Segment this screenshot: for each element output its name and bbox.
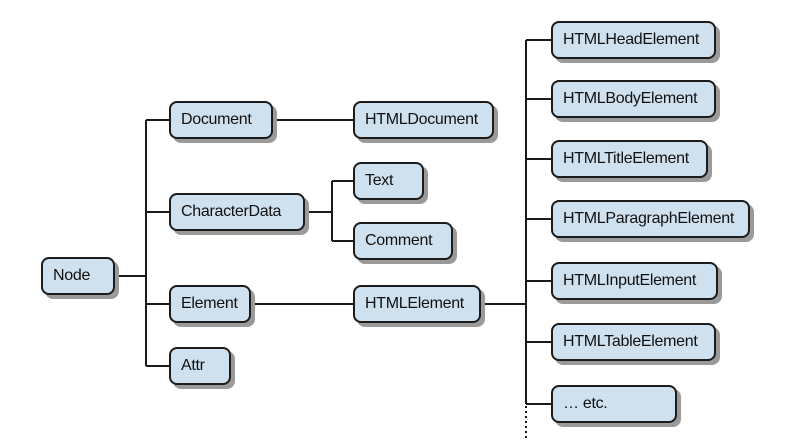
node-box-node: Node <box>41 257 115 295</box>
node-box-text: Text <box>353 162 424 200</box>
node-box-htmlparagraphelement: HTMLParagraphElement <box>551 200 750 238</box>
node-box-htmlbodyelement: HTMLBodyElement <box>551 80 716 118</box>
node-box-htmlheadelement: HTMLHeadElement <box>551 21 716 59</box>
node-box-etc: … etc. <box>551 385 677 423</box>
node-box-comment: Comment <box>353 222 453 260</box>
node-box-element: Element <box>169 285 251 323</box>
node-box-htmlelement: HTMLElement <box>353 285 481 323</box>
node-box-htmltitleelement: HTMLTitleElement <box>551 140 708 178</box>
node-box-htmldocument: HTMLDocument <box>353 101 494 139</box>
node-box-htmlinputelement: HTMLInputElement <box>551 262 718 300</box>
node-box-attr: Attr <box>169 347 231 385</box>
node-box-document: Document <box>169 101 273 139</box>
node-box-htmltableelement: HTMLTableElement <box>551 323 716 361</box>
node-box-characterdata: CharacterData <box>169 193 305 231</box>
